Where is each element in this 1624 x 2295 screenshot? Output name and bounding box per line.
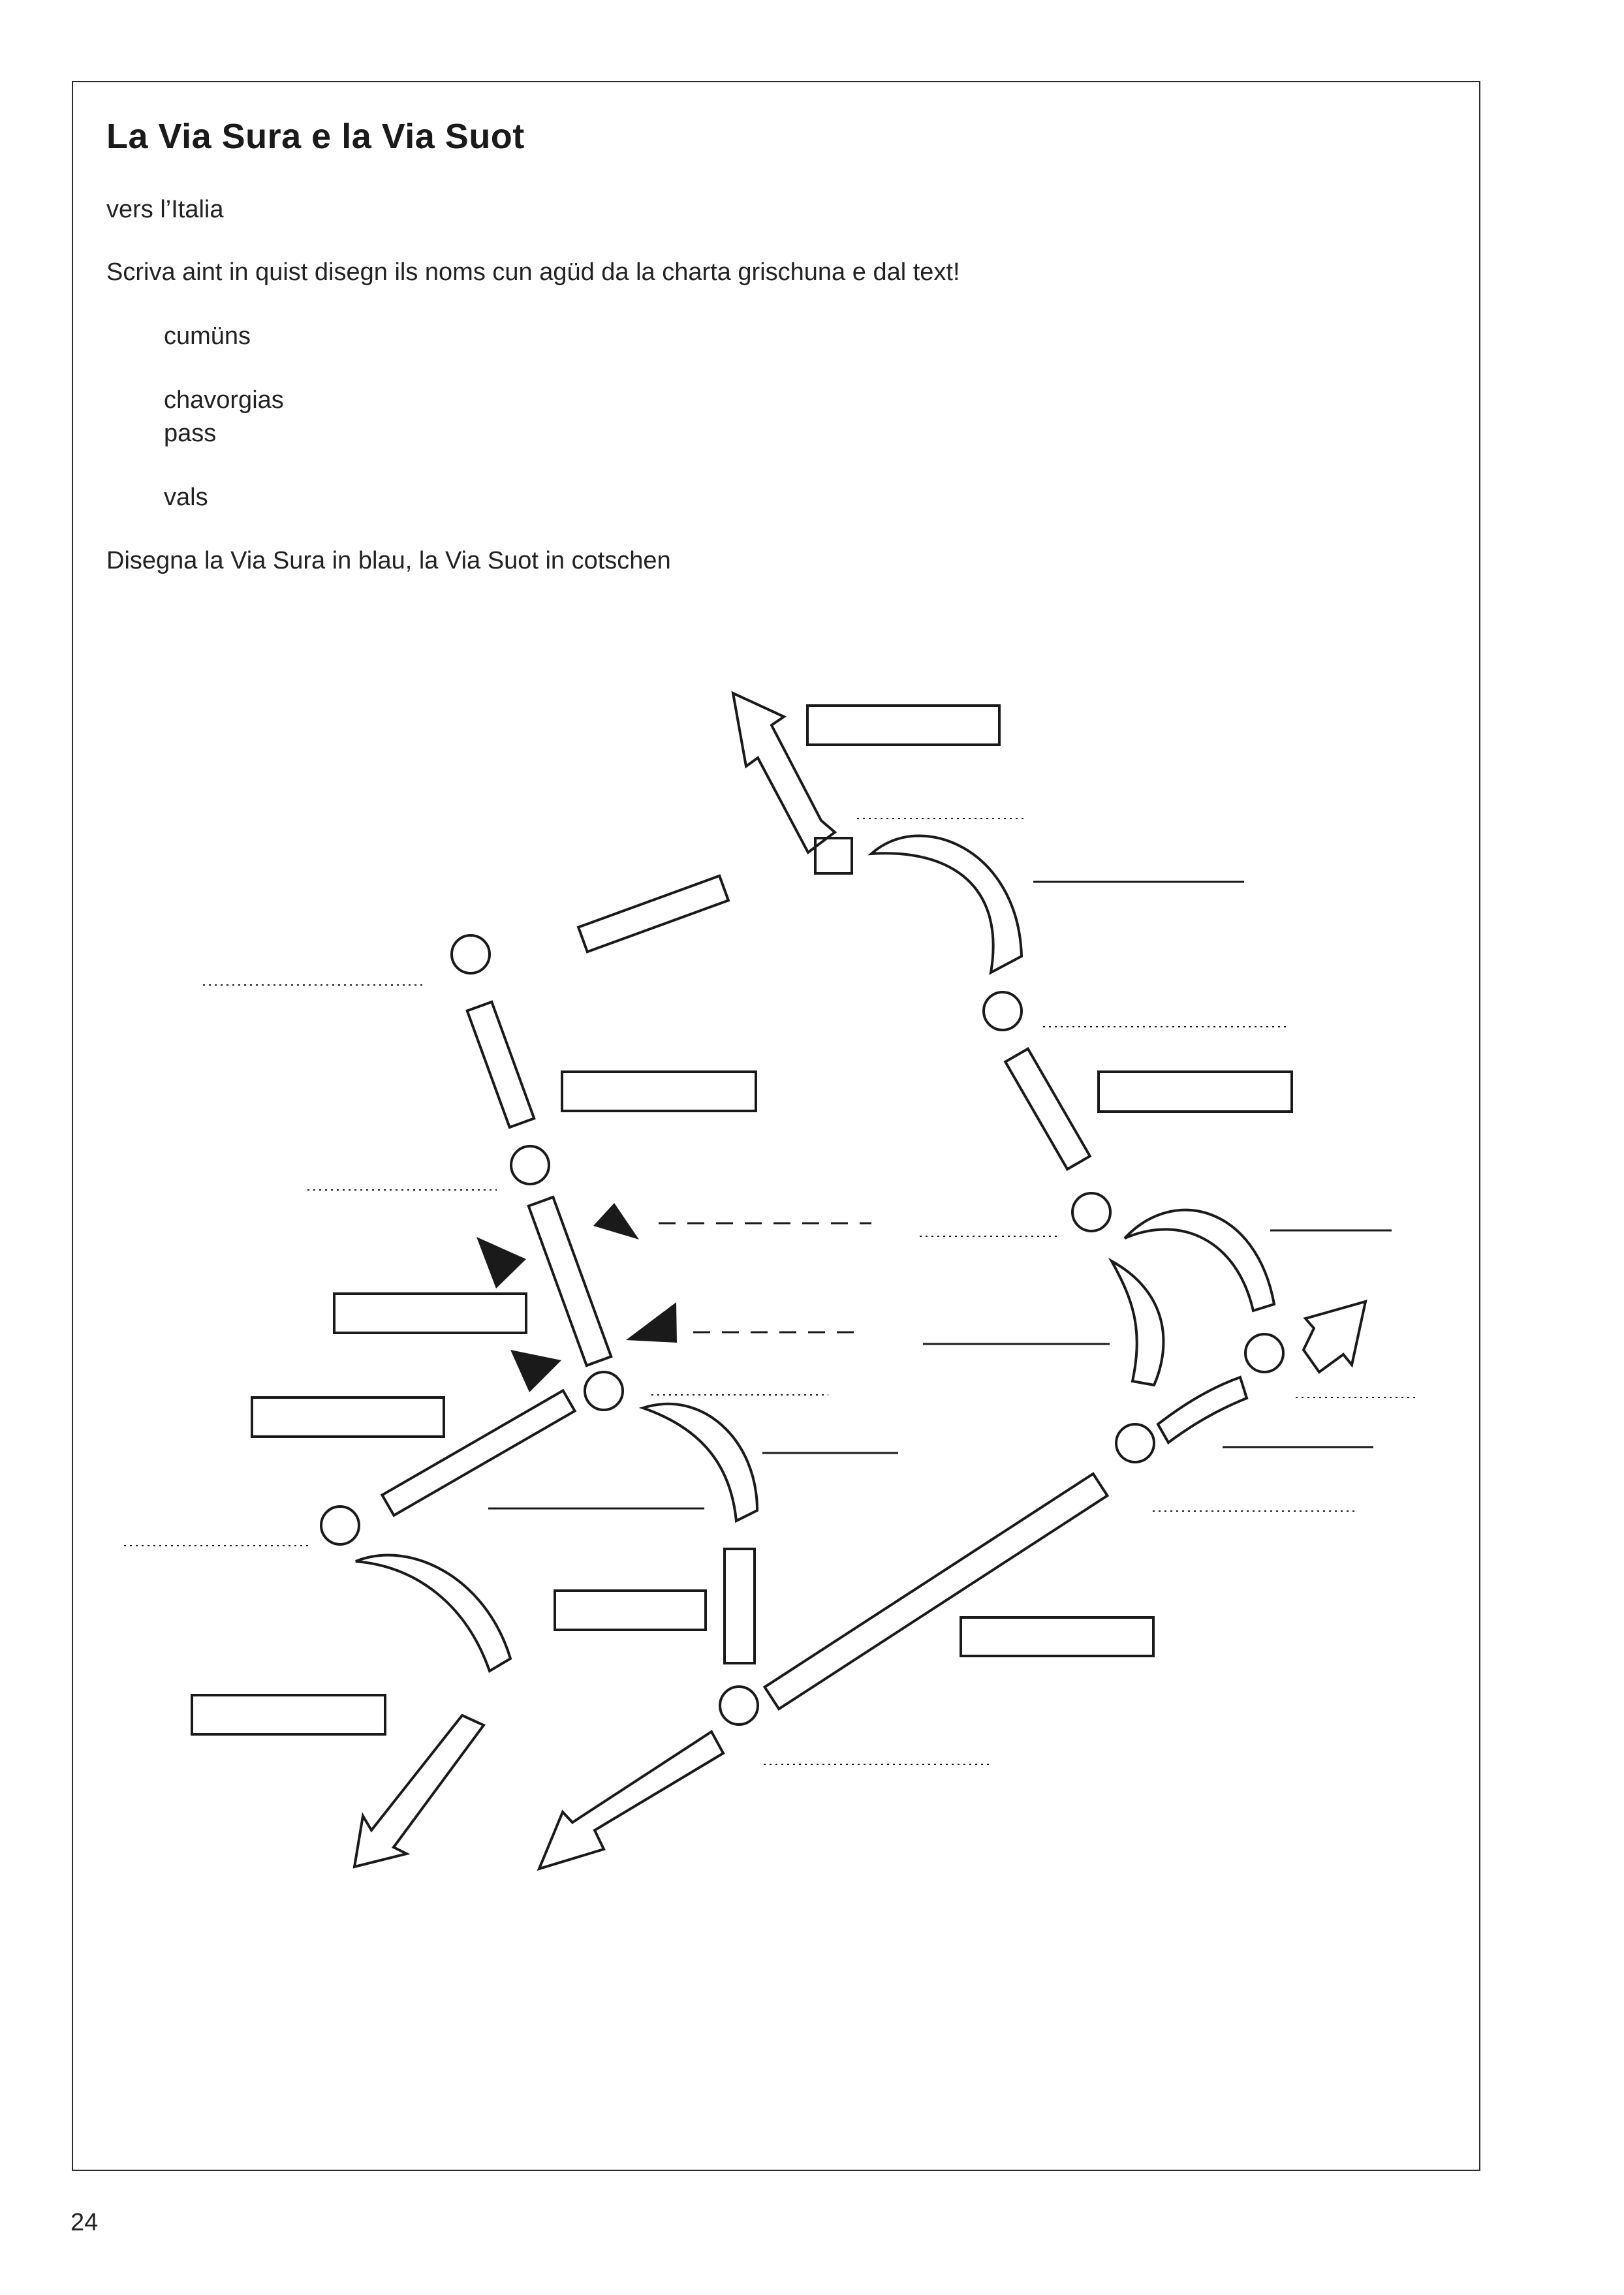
label-box[interactable]	[191, 1694, 386, 1736]
village-circle[interactable]	[1115, 1423, 1155, 1463]
label-box[interactable]	[806, 704, 1001, 746]
gorge-markers	[476, 1203, 677, 1392]
road-segment	[723, 1548, 756, 1664]
answer-lines	[124, 818, 1418, 1765]
gorge-triangle[interactable]	[476, 1237, 526, 1288]
road-segment	[762, 1472, 1110, 1711]
pass-curve[interactable]	[355, 1553, 512, 1673]
pass-curve[interactable]	[1123, 1208, 1276, 1313]
north-arrow	[731, 691, 837, 855]
label-box[interactable]	[554, 1589, 707, 1631]
label-box-group	[191, 704, 1293, 1736]
village-circle[interactable]	[450, 934, 491, 975]
road-segment	[380, 1388, 577, 1518]
label-box[interactable]	[960, 1616, 1155, 1657]
road-segments	[380, 837, 1110, 1711]
instruction-text: Scriva aint in quist disegn ils noms cun…	[106, 258, 960, 286]
village-circle[interactable]	[1244, 1333, 1285, 1373]
southwest-arrow-bottom	[537, 1730, 725, 1871]
village-circle[interactable]	[719, 1685, 759, 1726]
direction-arrows	[352, 691, 1367, 1871]
road-segment	[576, 874, 730, 954]
gorge-triangle[interactable]	[593, 1203, 639, 1240]
label-box[interactable]	[333, 1292, 527, 1334]
category-vals: vals	[164, 484, 208, 511]
road-segment	[1003, 1046, 1092, 1172]
label-box[interactable]	[1097, 1070, 1293, 1113]
pass-curve[interactable]	[1108, 1257, 1165, 1387]
drawing-instruction: Disegna la Via Sura in blau, la Via Suot…	[106, 547, 671, 574]
village-circle[interactable]	[982, 991, 1023, 1031]
village-circle[interactable]	[1071, 1192, 1112, 1232]
village-circle[interactable]	[510, 1145, 550, 1185]
village-markers	[320, 934, 1285, 1726]
worksheet-subtitle: vers l’Italia	[106, 196, 224, 223]
gorge-triangle[interactable]	[626, 1302, 677, 1343]
pass-box	[814, 837, 853, 875]
category-chavorgias: chavorgias	[164, 386, 284, 414]
village-circle[interactable]	[320, 1505, 360, 1546]
category-pass: pass	[164, 420, 217, 447]
page-number: 24	[70, 2209, 99, 2236]
village-circle[interactable]	[584, 1371, 624, 1411]
pass-curve[interactable]	[867, 834, 1023, 975]
road-segment	[527, 1195, 613, 1367]
pass-curve[interactable]	[1156, 1375, 1249, 1444]
northeast-arrow	[1302, 1300, 1367, 1374]
category-cumuns: cumüns	[164, 322, 251, 350]
road-segment	[465, 1000, 536, 1129]
gorge-triangle[interactable]	[510, 1350, 561, 1392]
worksheet-title: La Via Sura e la Via Suot	[106, 117, 525, 156]
pass-markers	[355, 834, 1276, 1673]
label-box[interactable]	[561, 1070, 757, 1112]
pass-curve[interactable]	[638, 1402, 759, 1523]
worksheet-frame	[72, 81, 1480, 2171]
label-box[interactable]	[251, 1396, 445, 1438]
southwest-arrow-left	[352, 1713, 486, 1869]
